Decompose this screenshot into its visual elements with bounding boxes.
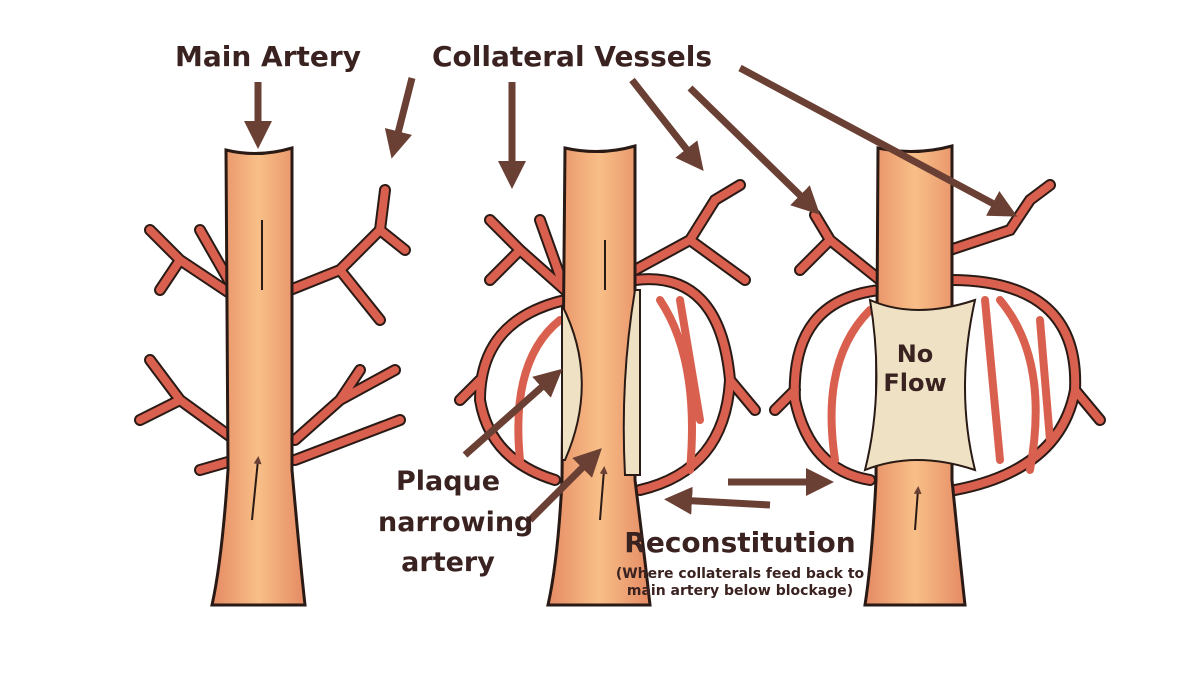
arrow-collateral-3 <box>629 77 704 171</box>
arrow-plaque-1 <box>462 368 563 458</box>
plaque-label: Plaque narrowing artery <box>378 466 534 578</box>
reconstitution-label: Reconstitution <box>624 526 856 559</box>
arrow-collateral-1 <box>384 77 416 159</box>
no-flow-label: No Flow <box>883 340 947 397</box>
blocked-artery <box>769 144 1106 607</box>
arrow-collateral-4 <box>687 85 821 215</box>
arrow-collateral-5 <box>738 64 1018 217</box>
normal-artery <box>134 145 411 607</box>
collateral-vessels-label: Collateral Vessels <box>432 40 713 73</box>
annotation-arrows <box>244 64 1018 523</box>
arrow-plaque-2 <box>527 448 602 523</box>
main-artery-label: Main Artery <box>175 40 361 73</box>
arrow-reconstitution-left <box>664 486 771 515</box>
reconstitution-note: (Where collaterals feed back to main art… <box>615 566 865 599</box>
narrowed-artery <box>454 144 761 607</box>
